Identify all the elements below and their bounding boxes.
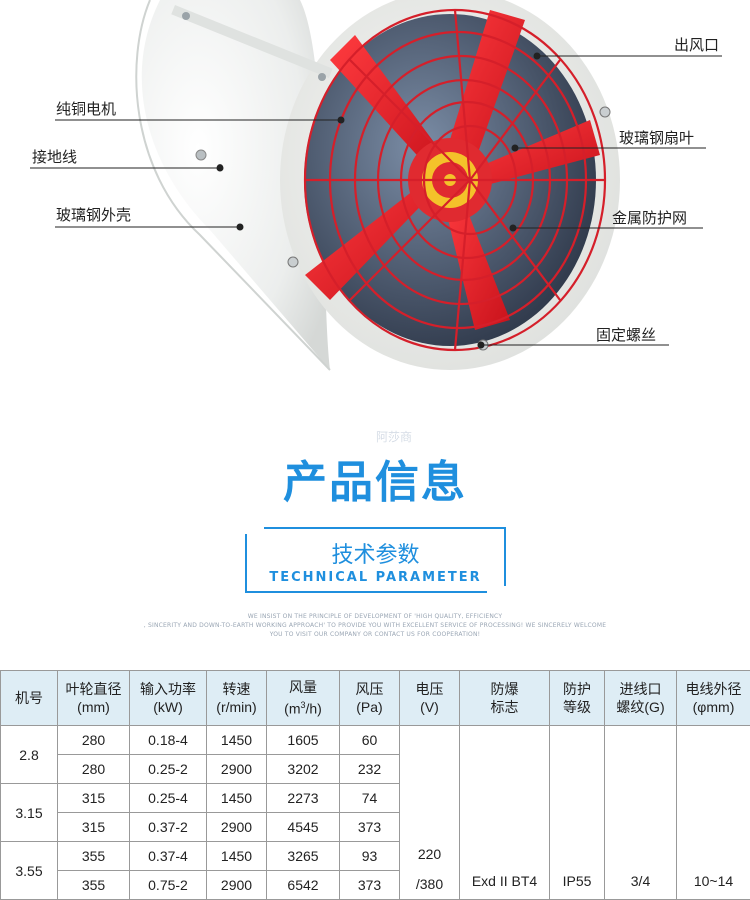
- callout-ground: 接地线: [32, 146, 77, 167]
- header-cable: 电线外径(φmm): [677, 671, 750, 726]
- product-hero: 出风口 纯铜电机 接地线 玻璃钢扇叶 玻璃钢外壳 金属防护网 固定螺丝: [0, 0, 750, 420]
- cell-airflow: 4545: [267, 813, 340, 842]
- header-model: 机号: [1, 671, 58, 726]
- slogan-line: YOU TO VISIT OUR COMPANY OR CONTACT US F…: [0, 631, 750, 638]
- cell-impeller: 280: [58, 755, 130, 784]
- cell-speed: 2900: [207, 755, 267, 784]
- cell-impeller: 315: [58, 784, 130, 813]
- cell-cable: 10~14: [677, 726, 750, 900]
- callout-blade: 玻璃钢扇叶: [619, 127, 694, 148]
- cell-protection: IP55: [550, 726, 605, 900]
- callout-outlet: 出风口: [674, 34, 719, 55]
- cell-power: 0.37-4: [130, 842, 207, 871]
- slogan-line: , SINCERITY AND DOWN-TO-EARTH WORKING AP…: [0, 622, 750, 629]
- cell-pressure: 74: [340, 784, 400, 813]
- callout-guard: 金属防护网: [612, 207, 687, 228]
- section-title: 产品信息: [0, 446, 750, 510]
- cell-voltage: 220/380: [400, 726, 460, 900]
- cell-pressure: 232: [340, 755, 400, 784]
- cell-airflow: 3202: [267, 755, 340, 784]
- table-row: 2.8 280 0.18-4 1450 1605 60 220/380 Exd …: [1, 726, 750, 755]
- cell-impeller: 355: [58, 842, 130, 871]
- cell-model: 2.8: [1, 726, 58, 784]
- header-airflow: 风量(m3/h): [267, 671, 340, 726]
- callout-shell: 玻璃钢外壳: [56, 204, 131, 225]
- cell-power: 0.25-4: [130, 784, 207, 813]
- header-thread: 进线口螺纹(G): [605, 671, 677, 726]
- cell-airflow: 6542: [267, 871, 340, 900]
- cell-power: 0.75-2: [130, 871, 207, 900]
- cell-airflow: 1605: [267, 726, 340, 755]
- header-pressure: 风压(Pa): [340, 671, 400, 726]
- cell-speed: 2900: [207, 871, 267, 900]
- table-header-row: 机号 叶轮直径(mm) 输入功率(kW) 转速(r/min) 风量(m3/h) …: [1, 671, 750, 726]
- cell-model: 3.55: [1, 842, 58, 900]
- cell-pressure: 373: [340, 813, 400, 842]
- cell-impeller: 280: [58, 726, 130, 755]
- callout-motor: 纯铜电机: [56, 98, 116, 119]
- cell-pressure: 93: [340, 842, 400, 871]
- cell-pressure: 60: [340, 726, 400, 755]
- callout-screw: 固定螺丝: [596, 324, 656, 345]
- cell-explosion: Exd II BT4: [460, 726, 550, 900]
- ground-screw: [196, 150, 206, 160]
- watermark: 阿莎商: [376, 428, 412, 445]
- cell-thread: 3/4: [605, 726, 677, 900]
- slogan-line: WE INSIST ON THE PRINCIPLE OF DEVELOPMEN…: [0, 613, 750, 620]
- cell-speed: 1450: [207, 842, 267, 871]
- cell-power: 0.37-2: [130, 813, 207, 842]
- header-explosion: 防爆标志: [460, 671, 550, 726]
- param-title-en: TECHNICAL PARAMETER: [247, 570, 504, 585]
- cell-model: 3.15: [1, 784, 58, 842]
- header-voltage: 电压(V): [400, 671, 460, 726]
- cell-power: 0.25-2: [130, 755, 207, 784]
- cell-impeller: 315: [58, 813, 130, 842]
- cell-speed: 1450: [207, 726, 267, 755]
- header-impeller: 叶轮直径(mm): [58, 671, 130, 726]
- cell-speed: 1450: [207, 784, 267, 813]
- header-power: 输入功率(kW): [130, 671, 207, 726]
- param-title-cn: 技术参数: [247, 537, 504, 569]
- cell-airflow: 3265: [267, 842, 340, 871]
- cell-power: 0.18-4: [130, 726, 207, 755]
- cell-speed: 2900: [207, 813, 267, 842]
- cell-pressure: 373: [340, 871, 400, 900]
- header-speed: 转速(r/min): [207, 671, 267, 726]
- cell-impeller: 355: [58, 871, 130, 900]
- technical-parameter-badge: 技术参数 TECHNICAL PARAMETER: [245, 527, 506, 593]
- spec-table: 机号 叶轮直径(mm) 输入功率(kW) 转速(r/min) 风量(m3/h) …: [0, 670, 750, 900]
- cell-airflow: 2273: [267, 784, 340, 813]
- header-protection: 防护等级: [550, 671, 605, 726]
